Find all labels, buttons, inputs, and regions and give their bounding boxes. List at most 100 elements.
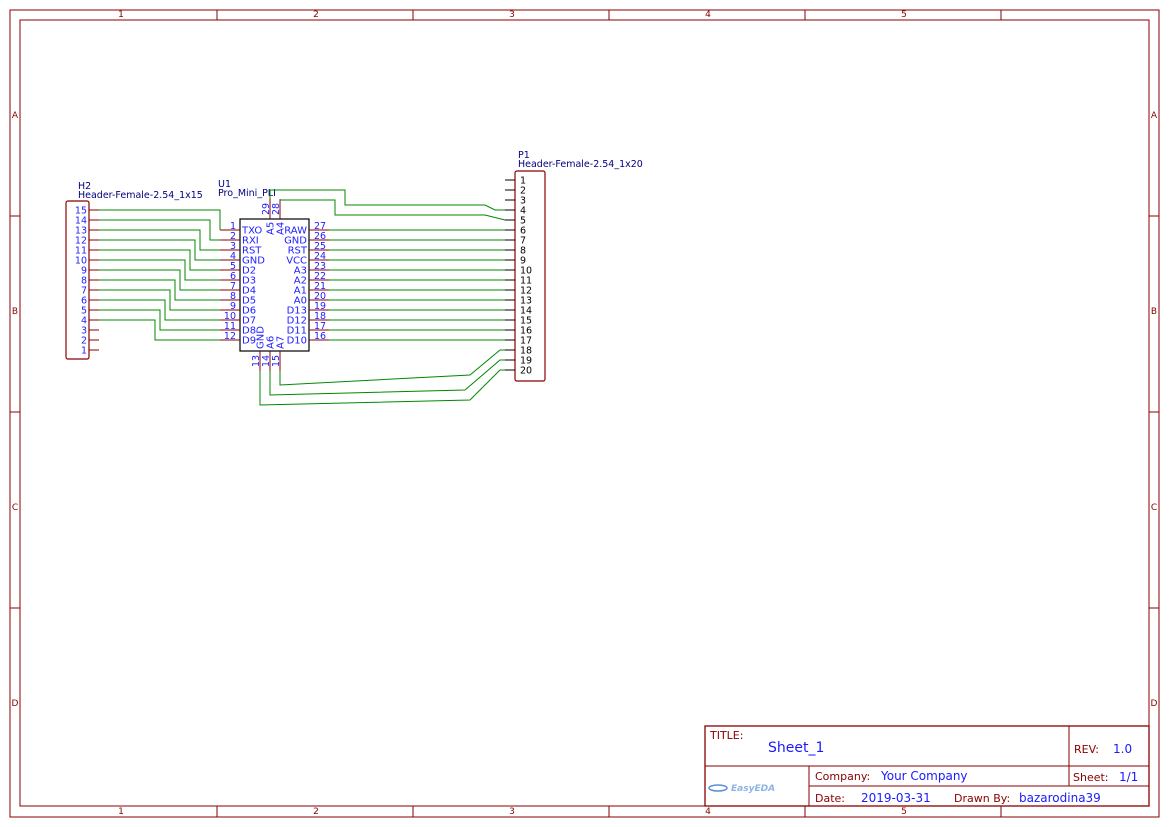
h2-pin-number: 12 — [75, 236, 87, 247]
column-label: 1 — [118, 807, 124, 817]
column-label: 3 — [509, 10, 515, 20]
u1-pin-number: 11 — [224, 321, 236, 332]
column-label: 5 — [901, 10, 907, 20]
u1-pin-number: 23 — [314, 261, 326, 272]
u1-pin-number: 4 — [230, 251, 236, 262]
p1-pin-number: 10 — [520, 266, 532, 277]
u1-pin-name: VCC — [286, 256, 307, 267]
p1-ref: P1 — [518, 150, 530, 161]
u1-pin-name: A6 — [266, 336, 277, 349]
u1-pin-name: GND — [256, 326, 267, 349]
u1-pin-name: D10 — [287, 336, 307, 347]
u1-pin-number: 26 — [314, 231, 326, 242]
wires — [99, 189, 506, 406]
u1-pin-number: 1 — [230, 221, 236, 232]
u1-pin-name: D12 — [287, 316, 307, 327]
rev-value: 1.0 — [1113, 742, 1132, 756]
sheet-title: Sheet_1 — [768, 740, 824, 756]
wire — [279, 349, 505, 386]
u1-pin-number: 20 — [314, 291, 326, 302]
wire — [99, 229, 220, 251]
u1-pin-number: 14 — [261, 355, 272, 367]
h2-pin-number: 4 — [81, 316, 87, 327]
h2-pin-number: 6 — [81, 296, 87, 307]
wire — [259, 369, 505, 406]
title-label: TITLE: — [709, 729, 743, 742]
h2-pin-number: 15 — [75, 206, 87, 217]
wire — [99, 269, 220, 291]
u1-pin-name: TXO — [241, 226, 262, 237]
u1-pin-number: 18 — [314, 311, 326, 322]
wire — [99, 259, 220, 281]
u1-pin-number: 29 — [261, 203, 272, 215]
h2-ref: H2 — [78, 181, 91, 192]
p1-pin-number: 2 — [520, 186, 526, 197]
u1-ref: U1 — [218, 179, 231, 190]
h2-pin-number: 13 — [75, 226, 87, 237]
wire — [99, 249, 220, 271]
header-p1: P1Header-Female-2.54_1x20123456789101112… — [505, 150, 643, 382]
header-h2: H2Header-Female-2.54_1x15151413121110987… — [65, 181, 203, 360]
u1-pin-name: D8 — [242, 326, 256, 337]
u1-pin-name: GND — [242, 256, 265, 267]
u1-pin-number: 2 — [230, 231, 236, 242]
u1-pin-number: 25 — [314, 241, 326, 252]
u1-pin-name: A2 — [294, 276, 307, 287]
u1-pin-name: D13 — [287, 306, 307, 317]
wire — [269, 189, 505, 211]
u1-pin-number: 12 — [224, 331, 236, 342]
column-label: 2 — [313, 807, 319, 817]
u1-pin-number: 13 — [251, 355, 262, 367]
p1-pin-number: 20 — [520, 366, 532, 377]
u1-body — [239, 218, 310, 352]
p1-pin-number: 12 — [520, 286, 532, 297]
h2-pin-number: 2 — [81, 336, 87, 347]
p1-pin-number: 4 — [520, 206, 526, 217]
p1-pin-number: 18 — [520, 346, 532, 357]
u1-value: Pro_Mini_PLI — [218, 188, 276, 199]
p1-pin-number: 17 — [520, 336, 532, 347]
drawn-by-label: Drawn By: — [954, 792, 1010, 805]
u1-pin-name: RAW — [284, 226, 307, 237]
wire — [99, 299, 220, 321]
p1-body — [514, 170, 546, 382]
p1-pin-number: 5 — [520, 216, 526, 227]
u1-pin-number: 3 — [230, 241, 236, 252]
h2-pin-number: 1 — [81, 346, 87, 357]
u1-pin-name: A3 — [294, 266, 307, 277]
h2-value: Header-Female-2.54_1x15 — [78, 190, 203, 201]
u1-pin-name: D2 — [242, 266, 256, 277]
u1-pin-name: A1 — [294, 286, 307, 297]
u1-pin-name: D6 — [242, 306, 256, 317]
column-label: 5 — [901, 807, 907, 817]
p1-pin-number: 19 — [520, 356, 532, 367]
u1-pin-name: D9 — [242, 336, 256, 347]
company-value: Your Company — [880, 769, 968, 783]
u1-pin-name: A4 — [276, 222, 287, 235]
u1-pin-number: 10 — [224, 311, 236, 322]
p1-pin-number: 16 — [520, 326, 532, 337]
u1-pin-number: 5 — [230, 261, 236, 272]
u1-pin-number: 8 — [230, 291, 236, 302]
column-label: 4 — [705, 807, 711, 817]
u1-pin-name: D4 — [242, 286, 256, 297]
wire — [99, 239, 220, 261]
u1-pin-number: 28 — [271, 203, 282, 215]
column-label: 4 — [705, 10, 711, 20]
u1-pin-number: 16 — [314, 331, 326, 342]
wire — [99, 219, 220, 241]
u1-pin-name: A5 — [266, 222, 277, 235]
u1-pin-name: RST — [242, 246, 262, 257]
date-value: 2019-03-31 — [861, 791, 931, 805]
date-label: Date: — [815, 792, 845, 805]
u1-pin-number: 7 — [230, 281, 236, 292]
u1-pin-name: D5 — [242, 296, 256, 307]
row-label: A — [12, 111, 19, 121]
u1-pin-name: A7 — [276, 336, 287, 349]
row-label: C — [12, 503, 18, 513]
row-label: B — [1151, 307, 1157, 317]
p1-pin-number: 8 — [520, 246, 526, 257]
p1-pin-number: 15 — [520, 316, 532, 327]
h2-pin-number: 14 — [75, 216, 87, 227]
p1-value: Header-Female-2.54_1x20 — [518, 159, 643, 170]
